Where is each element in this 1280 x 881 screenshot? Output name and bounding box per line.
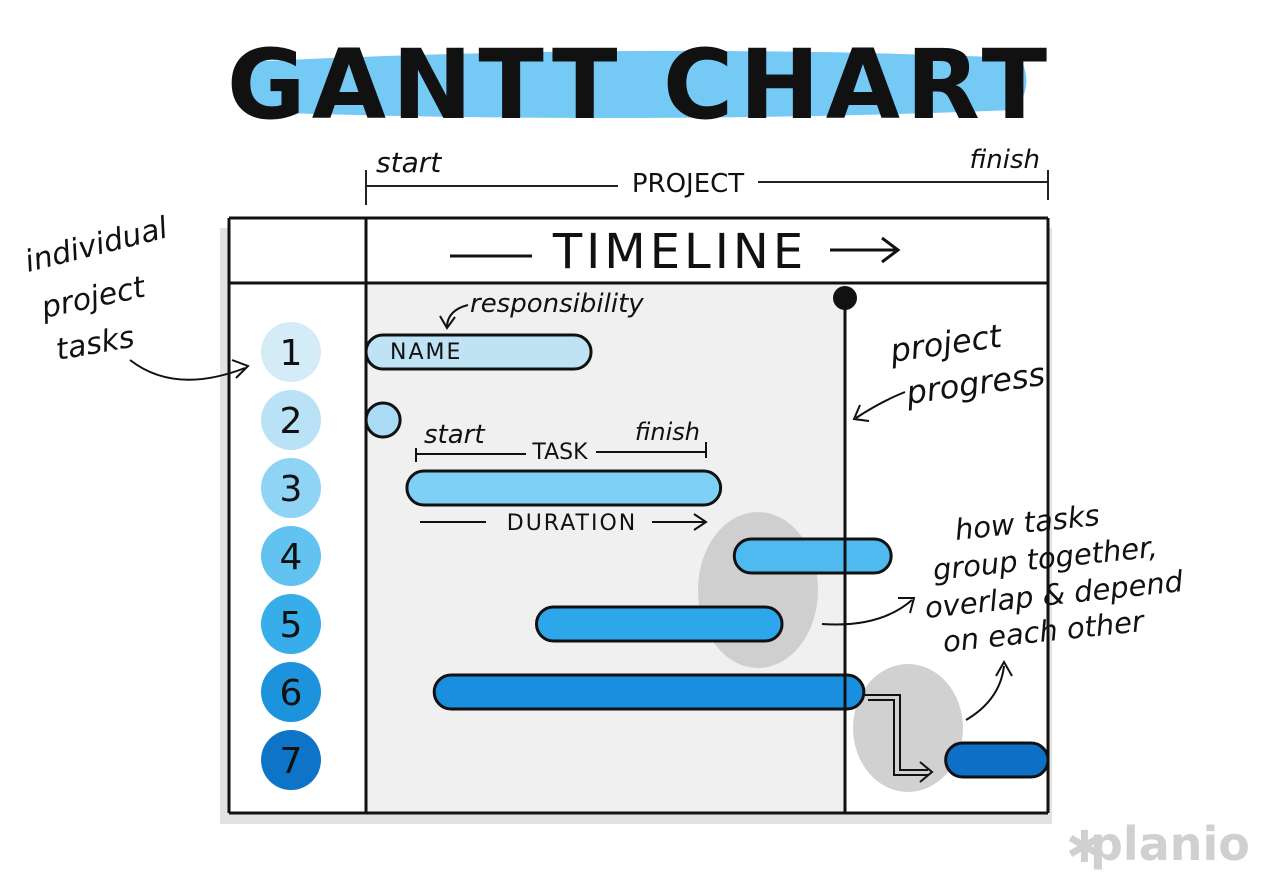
task-number-circle <box>261 390 321 450</box>
individual-tasks-line-1: individual <box>21 210 171 279</box>
task-number-circle <box>261 594 321 654</box>
task-bar <box>432 673 866 711</box>
task-bar <box>944 741 1050 779</box>
task-number-circle <box>261 322 321 382</box>
timeline-arrow <box>450 236 901 264</box>
task-bar <box>364 401 402 439</box>
responsibility-label: responsibility <box>470 289 644 319</box>
project-bracket <box>365 170 1049 205</box>
task-number-label: 4 <box>280 537 303 578</box>
task-number-circle <box>261 526 321 586</box>
task-number-circle <box>261 730 321 790</box>
task-bar <box>364 333 593 371</box>
chart-frame <box>227 216 1050 815</box>
individual-tasks-annotation: individual project tasks <box>21 210 171 367</box>
individual-tasks-line-2: project <box>37 270 149 326</box>
individual-tasks-line-3: tasks <box>53 320 137 368</box>
progress-marker <box>833 286 857 310</box>
project-start-label: start <box>376 146 442 179</box>
grouping-annotation: how tasks group together, overlap & depe… <box>923 498 1185 659</box>
duration-arrow <box>420 513 708 531</box>
group-shadow-a <box>698 512 818 668</box>
task-number-label: 5 <box>280 605 303 646</box>
grouping-arrow-b <box>965 659 1013 721</box>
project-finish-label: finish <box>969 145 1040 175</box>
task-bars <box>364 333 1050 779</box>
planio-logo: ✱ planio <box>1066 817 1250 873</box>
task-number-label: 3 <box>280 469 303 510</box>
title-highlight <box>237 50 1027 119</box>
dependency-arrow <box>862 694 934 783</box>
logo-text: planio <box>1090 817 1250 871</box>
task-label: TASK <box>531 440 588 465</box>
task-number-label: 7 <box>280 741 303 782</box>
group-shadow-b <box>853 664 963 792</box>
task-bracket <box>415 442 707 462</box>
timeline-label: TIMELINE <box>552 224 807 280</box>
task-bar <box>535 605 784 643</box>
responsibility-arrow <box>439 304 469 330</box>
task-number-label: 1 <box>280 333 303 374</box>
task-number-label: 2 <box>280 401 303 442</box>
task-finish-label: finish <box>635 418 700 446</box>
progress-line <box>833 286 857 813</box>
task-number-circle <box>261 458 321 518</box>
project-progress-arrow <box>852 391 906 422</box>
task-number-circle <box>261 662 321 722</box>
task-bar <box>732 537 893 575</box>
page-title: GANTT CHART <box>227 29 1053 141</box>
grouping-arrow-a <box>821 597 916 626</box>
project-label: PROJECT <box>632 169 744 199</box>
duration-label: DURATION <box>507 511 637 536</box>
task-bar <box>405 469 723 507</box>
logo-asterisk-icon: ✱ <box>1066 822 1103 873</box>
task-circles: 1 2 3 4 5 6 7 <box>261 322 321 790</box>
task-number-label: 6 <box>280 673 303 714</box>
individual-tasks-arrow <box>129 359 250 381</box>
task-start-label: start <box>424 420 485 450</box>
title-group: GANTT CHART <box>227 29 1053 141</box>
task-1-name-label: NAME <box>390 340 462 365</box>
